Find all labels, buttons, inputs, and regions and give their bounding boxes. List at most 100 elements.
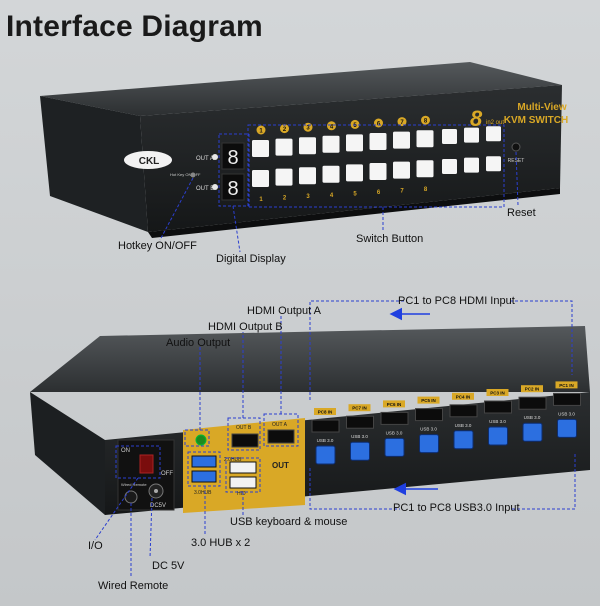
pc-usb3-input-port[interactable]	[350, 441, 370, 461]
switch-button-output-b[interactable]	[416, 160, 434, 178]
hdmi-out-b-text: OUT B	[236, 425, 252, 431]
pc-usb3-input-port[interactable]	[453, 430, 474, 450]
function-button[interactable]	[442, 129, 457, 144]
port-number-bottom: 8	[424, 187, 428, 193]
pc-tag-badge	[521, 385, 543, 393]
port-number-bottom: 1	[259, 197, 263, 203]
wired-remote-label: Wired Remote	[98, 580, 169, 592]
hdmi-out-a-text: OUT A	[272, 422, 288, 428]
pc-tag-badge	[417, 396, 440, 404]
audio-output-label: Audio Output	[166, 337, 231, 349]
switch-button-output-b[interactable]	[393, 161, 410, 179]
port-number-badge-icon	[421, 115, 430, 125]
pc-tag-text: PC5 IN	[421, 398, 436, 403]
pc-hdmi-input-port[interactable]	[311, 419, 340, 433]
switch-button-output-a[interactable]	[393, 131, 410, 149]
power-on-text: ON	[121, 448, 130, 454]
pc-tag-text: PC1 IN	[559, 383, 574, 388]
usb30-hub-port-2[interactable]	[191, 470, 217, 483]
rear-callout-lines	[94, 300, 576, 576]
port-number-bottom: 2	[283, 196, 287, 202]
switch-button-output-b[interactable]	[299, 167, 316, 185]
pc-hdmi-input-port[interactable]	[518, 396, 547, 410]
switch-button-output-b[interactable]	[369, 163, 387, 180]
hotkey-button-icon[interactable]	[190, 172, 196, 178]
pc-hdmi-input-port[interactable]	[415, 408, 443, 422]
switch-button-output-a[interactable]	[252, 140, 269, 157]
switch-button-output-b[interactable]	[346, 164, 363, 182]
port-number-top: 7	[400, 120, 404, 126]
page-title: Interface Diagram	[6, 10, 263, 43]
pc-tag-badge	[452, 392, 474, 400]
out-b-label: OUT B	[196, 186, 214, 192]
hdmi-output-b-port[interactable]	[231, 433, 259, 448]
digital-display-label: Digital Display	[216, 253, 286, 265]
function-button[interactable]	[464, 127, 479, 143]
usb3-tag-text: USB 3.0	[489, 419, 506, 424]
pc-usb3-input-port[interactable]	[522, 422, 543, 442]
front-unit: CKL OUT A OUT B Hot Key ON/OFF 8 8 11223…	[40, 62, 568, 238]
pc-usb3-input-port[interactable]	[419, 434, 439, 454]
reset-button-icon[interactable]	[511, 142, 521, 152]
port-number-badge-icon	[350, 119, 360, 129]
function-button[interactable]	[486, 126, 501, 142]
pc-usb3-input-port[interactable]	[384, 437, 405, 457]
pc-tag-badge	[314, 408, 336, 415]
switch-button-output-b[interactable]	[322, 165, 340, 183]
port-number-top: 1	[259, 129, 263, 135]
pc-tag-badge	[486, 389, 509, 396]
port-number-bottom: 3	[306, 194, 310, 200]
brand-text: CKL	[139, 156, 160, 167]
pc-usb3-input-port[interactable]	[488, 426, 508, 446]
switch-button-output-a[interactable]	[369, 133, 387, 150]
pc-usb3-input-port[interactable]	[315, 445, 336, 465]
usb3-tag-text: USB 3.0	[558, 411, 575, 416]
port-number-badge-icon	[280, 124, 289, 134]
function-button[interactable]	[442, 159, 457, 174]
hub-label: 3.0 HUB x 2	[191, 537, 251, 549]
audio-output-jack-icon[interactable]	[195, 434, 207, 446]
switch-button-output-a[interactable]	[346, 134, 363, 152]
usb3-tag-text: USB 3.0	[386, 430, 403, 435]
switch-button-output-b[interactable]	[252, 170, 269, 187]
switch-button-outline	[247, 124, 505, 208]
model-suffix: in2 out	[486, 120, 504, 126]
wired-remote-text: Wired Remote	[121, 482, 147, 487]
hdmi-output-a-label: HDMI Output A	[247, 305, 321, 317]
pc-tag-text: PC8 IN	[318, 410, 333, 415]
usb-mouse-port[interactable]	[229, 476, 257, 489]
port-number-bottom: 5	[353, 191, 357, 197]
usb30-hub-port-1[interactable]	[191, 455, 217, 468]
usb-keyboard-port[interactable]	[229, 461, 257, 474]
switch-button-output-a[interactable]	[416, 130, 434, 148]
pc-hdmi-input-port[interactable]	[380, 411, 409, 425]
usb3-tag-text: USB 3.0	[351, 434, 368, 439]
wired-remote-jack-icon[interactable]	[124, 490, 138, 504]
switch-button-output-a[interactable]	[322, 135, 340, 153]
series-line-2: KVM SWITCH	[504, 115, 568, 126]
pc-usb3-input-port[interactable]	[557, 418, 577, 438]
pc-hdmi-input-port[interactable]	[449, 404, 478, 418]
hotkey-label: Hotkey ON/OFF	[118, 240, 197, 252]
pc-hdmi-input-port[interactable]	[553, 392, 581, 406]
rear-unit-left-side	[30, 392, 105, 515]
hdmi-output-a-port[interactable]	[267, 429, 295, 444]
digital-display-a-digit: 8	[227, 147, 238, 169]
switch-button-output-a[interactable]	[299, 137, 316, 155]
hdmi-output-b-label: HDMI Output B	[208, 321, 283, 333]
usb3-tag-text: USB 3.0	[317, 438, 334, 443]
rear-unit-face	[105, 392, 590, 515]
function-button[interactable]	[464, 157, 479, 173]
pc-hdmi-input-port[interactable]	[346, 415, 374, 429]
port-number-badge-icon	[327, 121, 336, 131]
switch-button-output-a[interactable]	[275, 138, 293, 156]
pc-tag-text: PC6 IN	[387, 402, 402, 407]
function-button[interactable]	[486, 156, 501, 172]
switch-button-output-b[interactable]	[275, 168, 293, 186]
power-switch[interactable]	[139, 454, 154, 474]
pc-hdmi-input-port[interactable]	[484, 400, 512, 414]
digital-display: 8 8	[218, 133, 250, 207]
